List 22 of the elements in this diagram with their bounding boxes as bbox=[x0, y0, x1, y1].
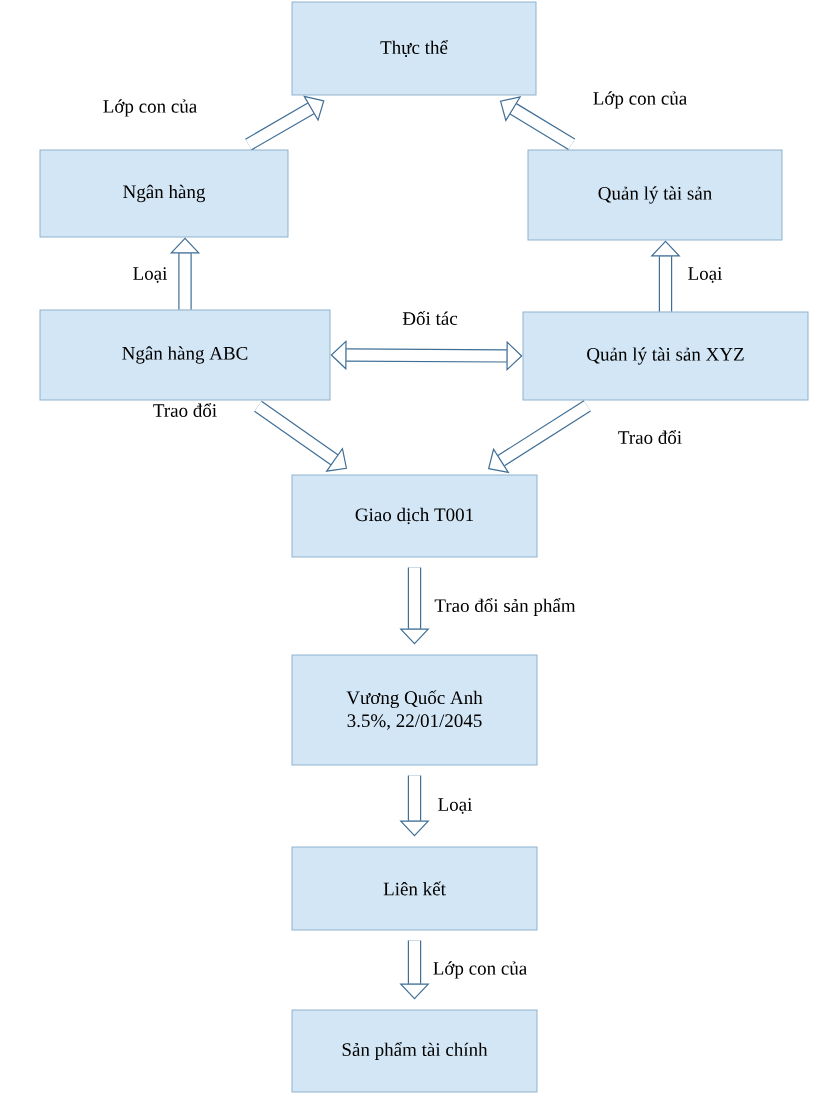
process-box: Liên kết bbox=[291, 846, 538, 931]
process-box: Ngân hàng ABC bbox=[39, 309, 331, 401]
process-box: Quản lý tài sản bbox=[527, 149, 783, 241]
process-box: Ngân hàng bbox=[39, 149, 289, 238]
process-box: Quản lý tài sản XYZ bbox=[522, 311, 809, 401]
block-arrow bbox=[254, 400, 348, 472]
block-arrow bbox=[245, 95, 325, 151]
block-arrow bbox=[499, 96, 576, 151]
edge-label: Lớp con của bbox=[431, 960, 529, 980]
edge-label: Loại bbox=[436, 797, 474, 815]
process-box: Vương Quốc Anh 3.5%, 22/01/2045 bbox=[291, 654, 538, 766]
process-box: Sản phẩm tài chính bbox=[291, 1009, 538, 1093]
edge-label: Lớp con của bbox=[101, 98, 199, 118]
edge-label: Loại bbox=[686, 266, 724, 284]
edge-label: Loại bbox=[131, 266, 169, 284]
edge-label: Trao đổi bbox=[151, 402, 219, 418]
edge-label: Lớp con của bbox=[591, 90, 689, 110]
edge-label: Đối tác bbox=[401, 310, 459, 326]
edge-label: Trao đổi bbox=[616, 429, 684, 445]
edge-label: Trao đổi sản phẩm bbox=[433, 597, 577, 617]
process-box: Giao dịch T001 bbox=[291, 474, 538, 558]
process-box: Thực thể bbox=[291, 1, 537, 96]
